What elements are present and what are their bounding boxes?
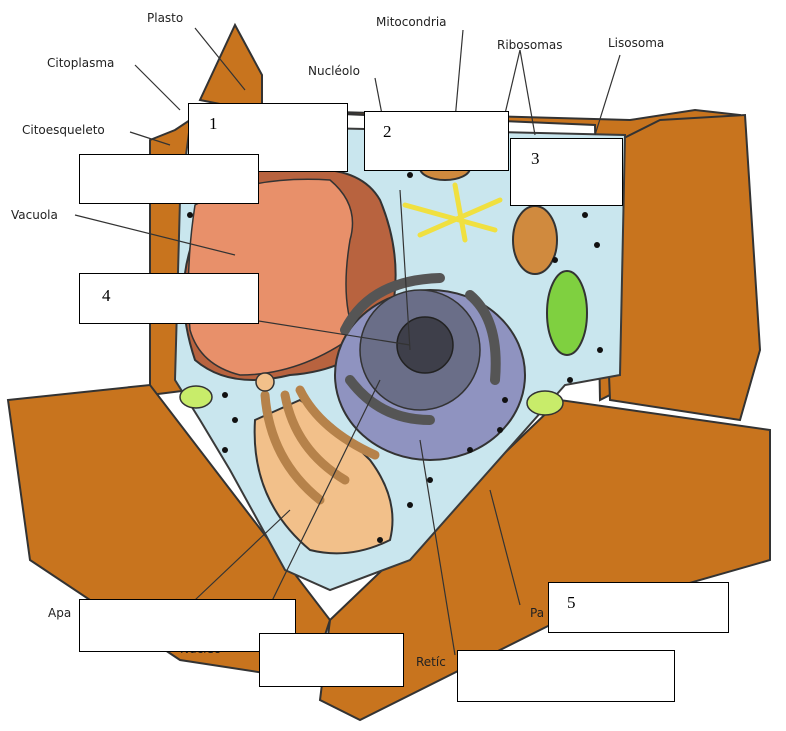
answer-box-citoesqueleto[interactable] [79, 154, 259, 204]
nucleolus [397, 317, 453, 373]
answer-box-1-number: 1 [209, 114, 218, 134]
label-aparato-partial: Apa [48, 606, 71, 620]
label-citoesqueleto: Citoesqueleto [22, 123, 105, 137]
label-vacuola: Vacuola [11, 208, 58, 222]
answer-box-2-number: 2 [383, 122, 392, 142]
answer-box-4[interactable]: 4 [79, 273, 259, 324]
answer-box-5-number: 5 [567, 593, 576, 613]
answer-box-5[interactable]: 5 [548, 582, 729, 633]
answer-box-2[interactable]: 2 [364, 111, 509, 171]
chloroplast-2 [527, 391, 563, 415]
answer-box-nucleo[interactable] [259, 633, 404, 687]
chloroplast-1 [547, 271, 587, 355]
label-pared-partial: Pa [530, 606, 544, 620]
label-nucleolo: Nucléolo [308, 64, 360, 78]
label-citoplasma: Citoplasma [47, 56, 114, 70]
mitochondrion-1 [513, 206, 557, 274]
label-mitocondria: Mitocondria [376, 15, 447, 29]
answer-box-reticulo[interactable] [457, 650, 675, 702]
label-reticulo-partial: Retíc [416, 655, 446, 669]
vesicle [256, 373, 274, 391]
answer-box-4-number: 4 [102, 286, 111, 306]
label-ribosomas: Ribosomas [497, 38, 563, 52]
label-plasto: Plasto [147, 11, 183, 25]
answer-box-3[interactable]: 3 [510, 138, 623, 206]
answer-box-3-number: 3 [531, 149, 540, 169]
label-lisosoma: Lisosoma [608, 36, 664, 50]
chloroplast-3 [180, 386, 212, 408]
